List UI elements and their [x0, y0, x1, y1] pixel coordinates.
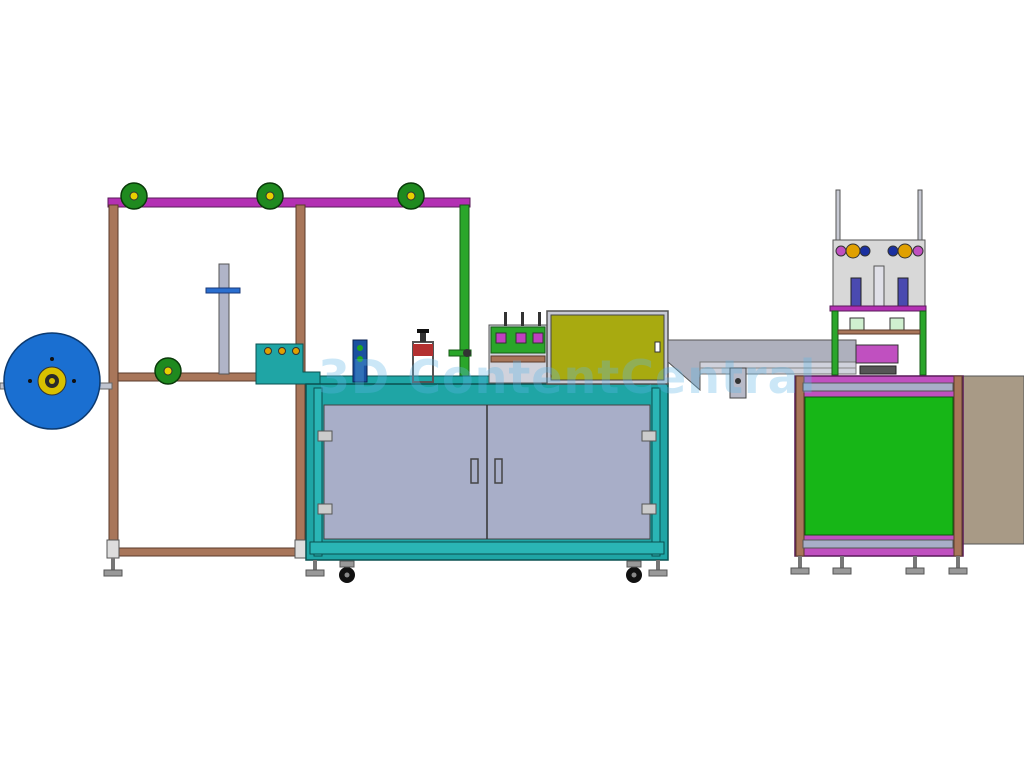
press-knob	[420, 332, 426, 342]
guide-rollers	[120, 182, 425, 385]
hinge	[317, 430, 333, 442]
press-head	[413, 344, 433, 356]
main-cabinet	[305, 383, 669, 583]
material-reel	[0, 332, 113, 430]
leveling-foot	[103, 569, 123, 577]
door-handle-left	[470, 458, 479, 484]
leveling-foot	[948, 567, 968, 575]
green-side-panel	[804, 396, 954, 536]
leveling-foot	[790, 567, 810, 575]
guide-pole	[218, 263, 230, 375]
corner-bracket	[106, 539, 120, 559]
right-base	[790, 375, 968, 575]
corner-bracket	[294, 539, 308, 559]
leveling-foot	[832, 567, 852, 575]
hinge	[641, 430, 657, 442]
output-conveyor	[667, 339, 857, 399]
leveling-foot	[111, 558, 115, 570]
tan-side-panel	[961, 375, 1024, 545]
bottom-rail	[117, 547, 299, 557]
box-latch	[654, 341, 661, 353]
guide-roller	[120, 182, 148, 210]
leveling-foot	[305, 569, 325, 577]
leveling-foot	[905, 567, 925, 575]
control-box	[546, 310, 669, 385]
guide-roller	[397, 182, 425, 210]
cutter-module	[488, 312, 548, 384]
hinge	[641, 503, 657, 515]
welding-station	[829, 189, 927, 376]
hinge	[317, 503, 333, 515]
guide-clamp	[205, 287, 241, 294]
leveling-foot	[648, 569, 668, 577]
top-beam	[107, 197, 471, 208]
door-handle-right	[494, 458, 503, 484]
guide-roller	[154, 357, 182, 385]
feed-plate	[255, 343, 321, 385]
guide-roller	[256, 182, 284, 210]
left-post	[108, 204, 119, 556]
